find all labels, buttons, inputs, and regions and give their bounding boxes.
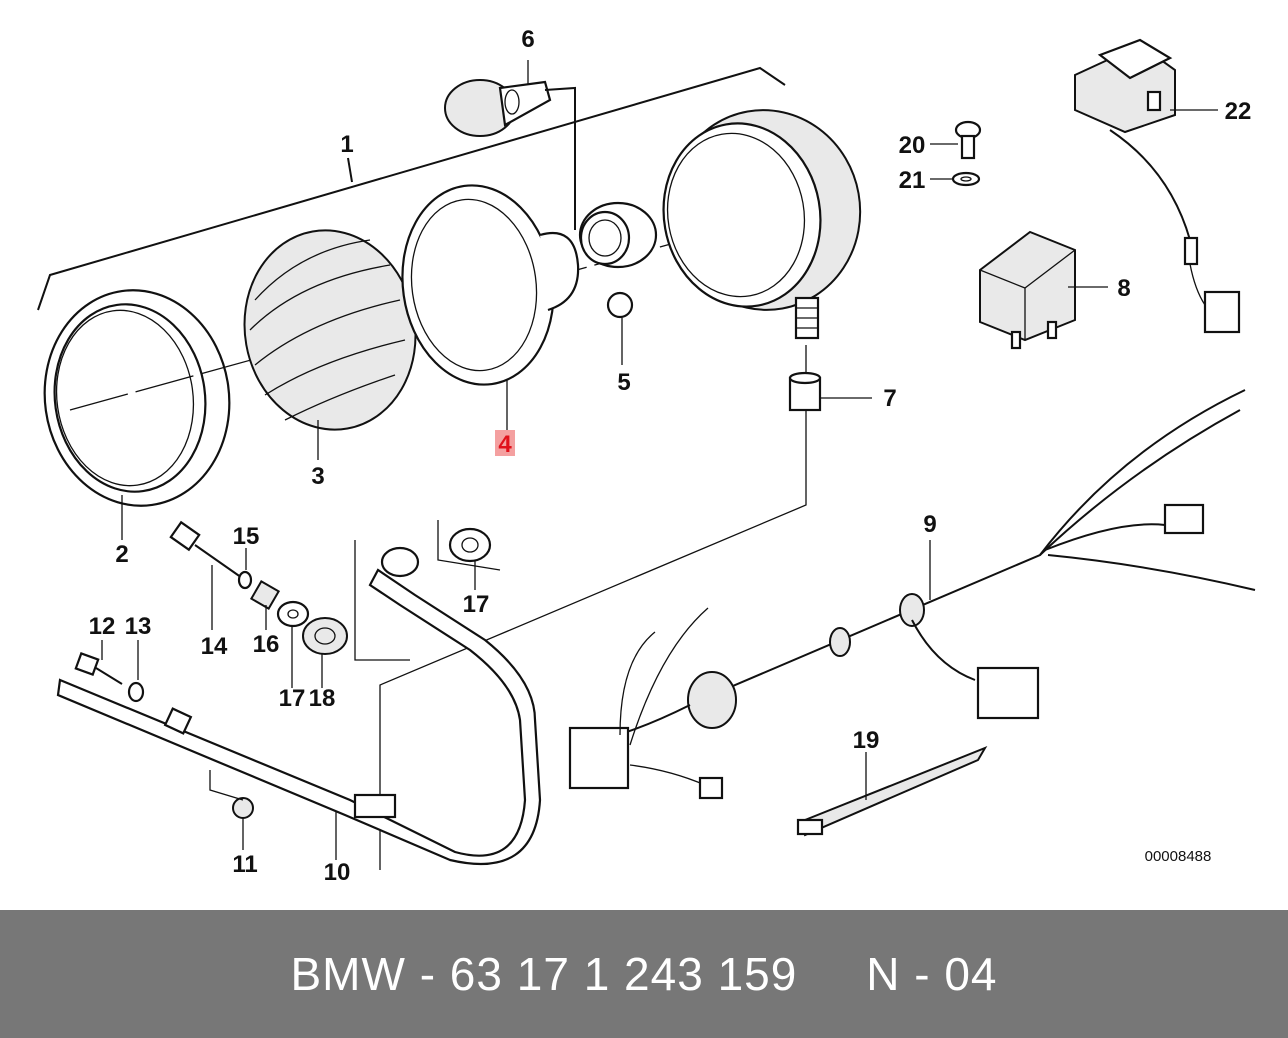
label-20: 20 — [899, 132, 926, 159]
part-18-grommet — [302, 617, 348, 655]
label-3: 3 — [311, 463, 324, 490]
part-3-lens — [243, 229, 417, 431]
label-12: 12 — [89, 613, 116, 640]
label-11: 11 — [232, 851, 257, 878]
label-4: 4 — [498, 431, 512, 458]
label-6: 6 — [521, 26, 534, 53]
label-17-upper: 17 — [463, 591, 490, 618]
label-19: 19 — [853, 727, 880, 754]
part-number-text: BMW - 63 17 1 243 159 N - 04 — [290, 948, 998, 1000]
label-9: 9 — [923, 511, 936, 538]
leader-bracket-a — [354, 540, 410, 661]
label-16: 16 — [253, 631, 280, 658]
part-9-harness — [568, 389, 1256, 800]
label-4-highlight — [495, 430, 515, 456]
label-7: 7 — [883, 385, 896, 412]
leader-11 — [209, 770, 244, 850]
part-2-rim — [43, 289, 231, 507]
label-21: 21 — [899, 167, 926, 194]
leader-bracket-b — [437, 520, 501, 571]
assembly-bracket-line — [37, 66, 786, 311]
housing — [662, 109, 862, 340]
part-21-washer — [951, 171, 981, 187]
diagram-code: 00008488 — [1145, 848, 1212, 865]
label-1: 1 — [340, 131, 353, 158]
parts-diagram: 1 2 3 4 5 6 7 8 9 10 11 12 13 14 15 16 1… — [37, 26, 1256, 886]
part-8-relay — [979, 230, 1076, 350]
label-22: 22 — [1225, 98, 1252, 125]
label-8: 8 — [1117, 275, 1130, 302]
label-15: 15 — [233, 523, 260, 550]
part-22-switch — [1074, 38, 1241, 334]
part-16-spacer — [249, 579, 281, 611]
part-14-bolt — [169, 520, 246, 581]
part-19-cable-tie — [796, 745, 988, 837]
label-2: 2 — [115, 541, 128, 568]
leader-6 — [544, 86, 576, 230]
part-11-nut — [232, 797, 254, 819]
part-20-screw — [954, 120, 982, 160]
label-17-lower: 17 — [279, 685, 306, 712]
label-13: 13 — [125, 613, 152, 640]
leader-1 — [347, 157, 353, 183]
part-4-reflector — [401, 184, 580, 386]
part-7-sleeve — [788, 371, 822, 412]
part-6-bulb — [444, 79, 552, 137]
bracket-clip — [163, 707, 193, 735]
parts-diagram-svg: 1 2 3 4 5 6 7 8 9 10 11 12 13 14 15 16 1… — [37, 26, 1256, 886]
label-10: 10 — [324, 859, 351, 886]
part-12-bolt — [74, 651, 123, 685]
part-5-socket — [578, 201, 658, 319]
label-5: 5 — [617, 369, 630, 396]
part-10-bracket — [56, 546, 542, 866]
part-17-washer-upper — [448, 527, 492, 563]
footer-bar: BMW - 63 17 1 243 159 N - 04 — [0, 910, 1288, 1038]
part-13-washer — [127, 681, 145, 703]
label-18: 18 — [309, 685, 336, 712]
label-14: 14 — [201, 633, 228, 660]
mounting-line — [379, 410, 807, 870]
part-17-washer-lower — [276, 600, 310, 628]
part-15-washer — [237, 570, 253, 590]
